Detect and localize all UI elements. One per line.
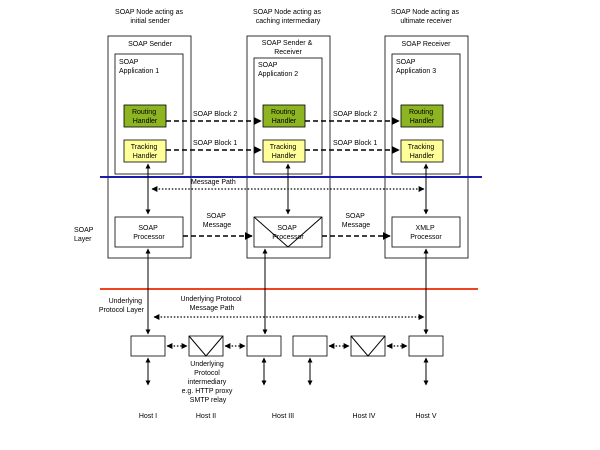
- tracking-handler-label-1: Tracking Handler: [131, 144, 160, 160]
- soap-message-label-2: SOAP Message: [342, 213, 371, 229]
- tracking-handler-1: [123, 139, 167, 163]
- host-label-2: Host II: [196, 413, 216, 420]
- host-label-1: Host I: [139, 413, 157, 420]
- underlying-layer-label: Underlying Protocol Layer: [99, 298, 145, 314]
- routing-handler-label-3: Routing Handler: [409, 109, 435, 125]
- host-box-3: [246, 335, 282, 357]
- routing-handler-label-2: Routing Handler: [271, 109, 297, 125]
- header-node2: SOAP Node acting as caching intermediary: [253, 9, 323, 25]
- application-label-2: SOAP Application 2: [258, 62, 298, 78]
- host-box-5: [408, 335, 444, 357]
- routing-handler-2: [262, 104, 306, 128]
- underlying-path-label: Underlying Protocol Message Path: [180, 296, 243, 312]
- processor-label-1: SOAP Processor: [133, 225, 165, 241]
- header-node3: SOAP Node acting as ultimate receiver: [391, 9, 461, 25]
- processor-box-2: [253, 216, 323, 248]
- host-box-4a: [292, 335, 328, 357]
- soap-message-label-1: SOAP Message: [203, 213, 232, 229]
- message-path-label: Message Path: [191, 179, 236, 186]
- block1-label-2: SOAP Block 1: [333, 140, 377, 147]
- node-title-sender: SOAP Sender: [128, 41, 173, 48]
- processor-2-cache-mark: [253, 216, 323, 248]
- application-label-1: SOAP Application 1: [119, 59, 159, 75]
- host-label-5: Host V: [415, 413, 436, 420]
- processor-label-2: SOAP Processor: [272, 225, 304, 241]
- soap-layer-label: SOAP Layer: [74, 227, 95, 243]
- host-box-2: [188, 335, 224, 357]
- host-box-4b-cache-mark: [350, 335, 386, 357]
- header-node1: SOAP Node acting as initial sender: [115, 9, 185, 25]
- block2-label-1: SOAP Block 2: [193, 111, 237, 118]
- processor-box-1: [114, 216, 184, 248]
- tracking-handler-3: [400, 139, 444, 163]
- node-title-intermediary: SOAP Sender & Receiver: [262, 40, 314, 56]
- tracking-handler-label-2: Tracking Handler: [270, 144, 299, 160]
- processor-label-3: XMLP Processor: [410, 225, 442, 241]
- tracking-handler-label-3: Tracking Handler: [408, 144, 437, 160]
- host-label-3: Host III: [272, 413, 294, 420]
- host-label-4: Host IV: [353, 413, 376, 420]
- processor-box-3: [391, 216, 461, 248]
- intermediary-note: Underlying Protocol intermediary e.g. HT…: [182, 361, 235, 404]
- tracking-handler-2: [262, 139, 306, 163]
- node-title-receiver: SOAP Receiver: [402, 41, 452, 48]
- host-box-1: [130, 335, 166, 357]
- routing-handler-label-1: Routing Handler: [132, 109, 158, 125]
- application-label-3: SOAP Application 3: [396, 59, 436, 75]
- host-box-2-cache-mark: [188, 335, 224, 357]
- block2-label-2: SOAP Block 2: [333, 111, 377, 118]
- routing-handler-1: [123, 104, 167, 128]
- routing-handler-3: [400, 104, 444, 128]
- block1-label-1: SOAP Block 1: [193, 140, 237, 147]
- host-box-4b: [350, 335, 386, 357]
